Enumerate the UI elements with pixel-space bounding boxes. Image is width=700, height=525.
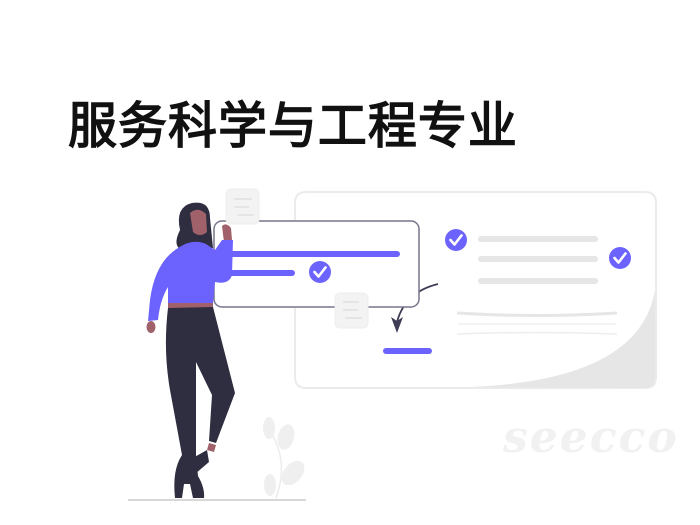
page-title: 服务科学与工程专业	[68, 97, 518, 155]
front-card	[213, 220, 420, 308]
document-icon	[225, 188, 260, 225]
document-icon	[334, 292, 369, 329]
accent-bar	[383, 348, 432, 354]
check-circle-icon	[609, 247, 631, 269]
plant-icon	[263, 417, 305, 499]
gray-line	[478, 278, 598, 284]
person-figure	[146, 202, 235, 498]
gray-line	[478, 256, 598, 262]
check-circle-icon	[309, 261, 331, 283]
watermark-text: seecco	[503, 412, 679, 463]
check-circle-icon	[445, 229, 467, 251]
gray-line	[478, 236, 598, 242]
